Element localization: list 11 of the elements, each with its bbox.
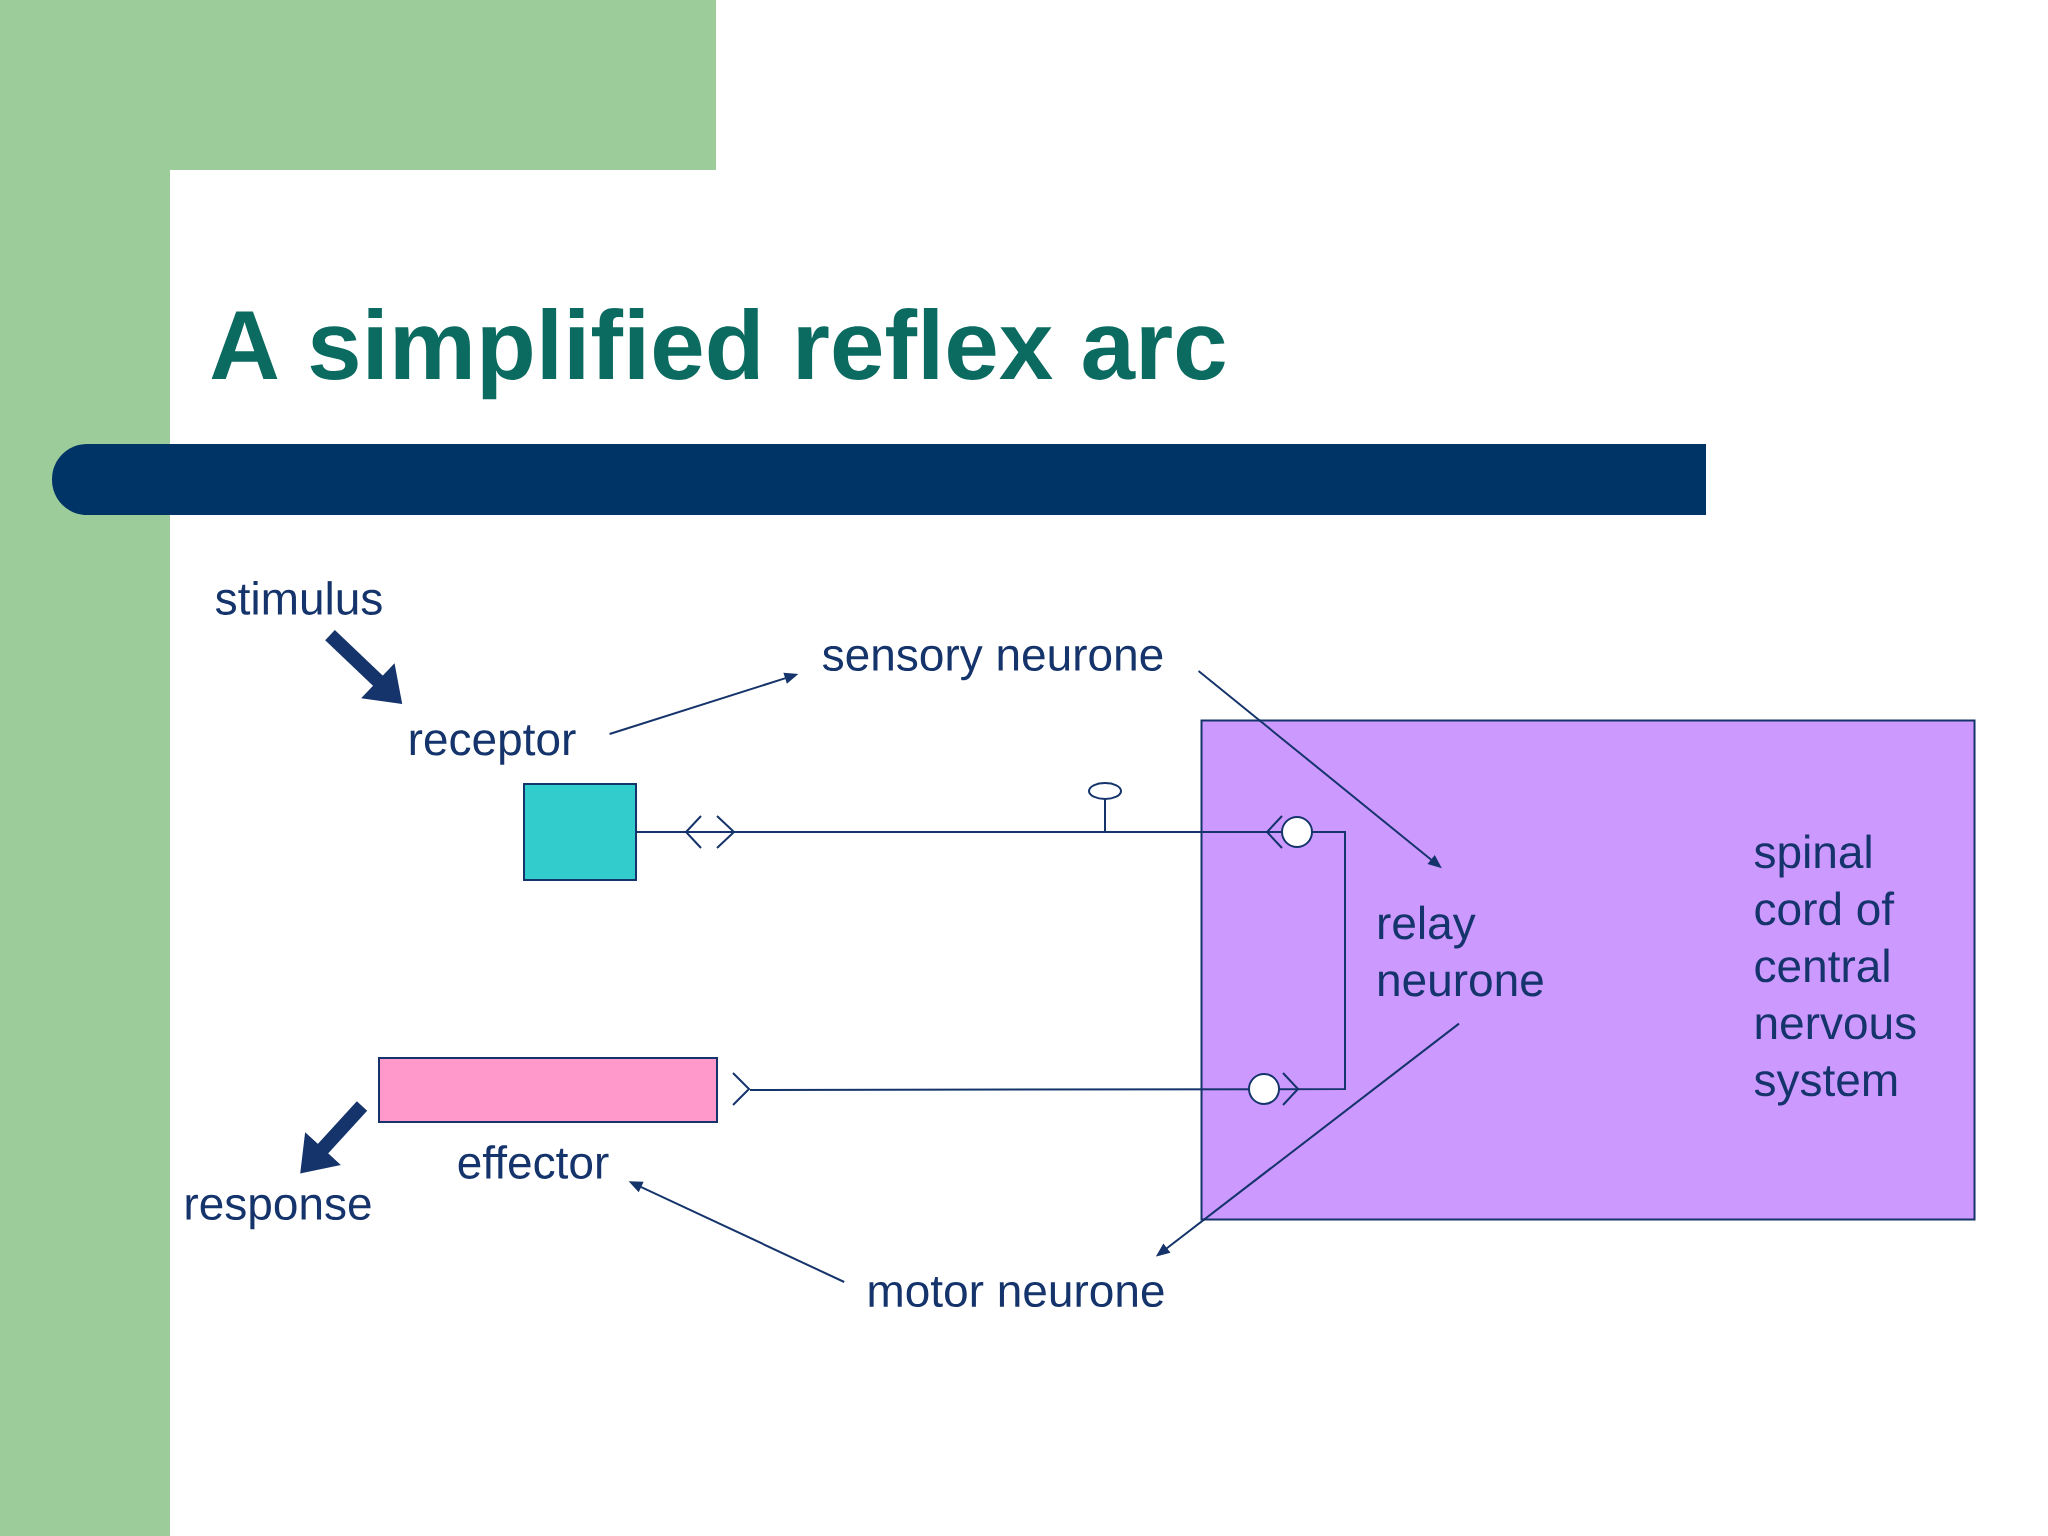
neurone-pathway-drawing xyxy=(636,782,1346,1106)
text-label: motor neurone xyxy=(869,1276,1164,1308)
text-label: effector xyxy=(458,1145,609,1179)
text-label: response xyxy=(186,1194,371,1230)
effector-box xyxy=(378,1057,718,1123)
text-label: stimulus xyxy=(215,581,382,615)
text-label: relay neurone xyxy=(1379,905,1543,997)
text-label: receptor xyxy=(410,725,576,765)
title: A simplified reflex arc xyxy=(211,308,1225,400)
receptor-box xyxy=(523,783,637,881)
text-label: sensory neurone xyxy=(822,645,1163,681)
